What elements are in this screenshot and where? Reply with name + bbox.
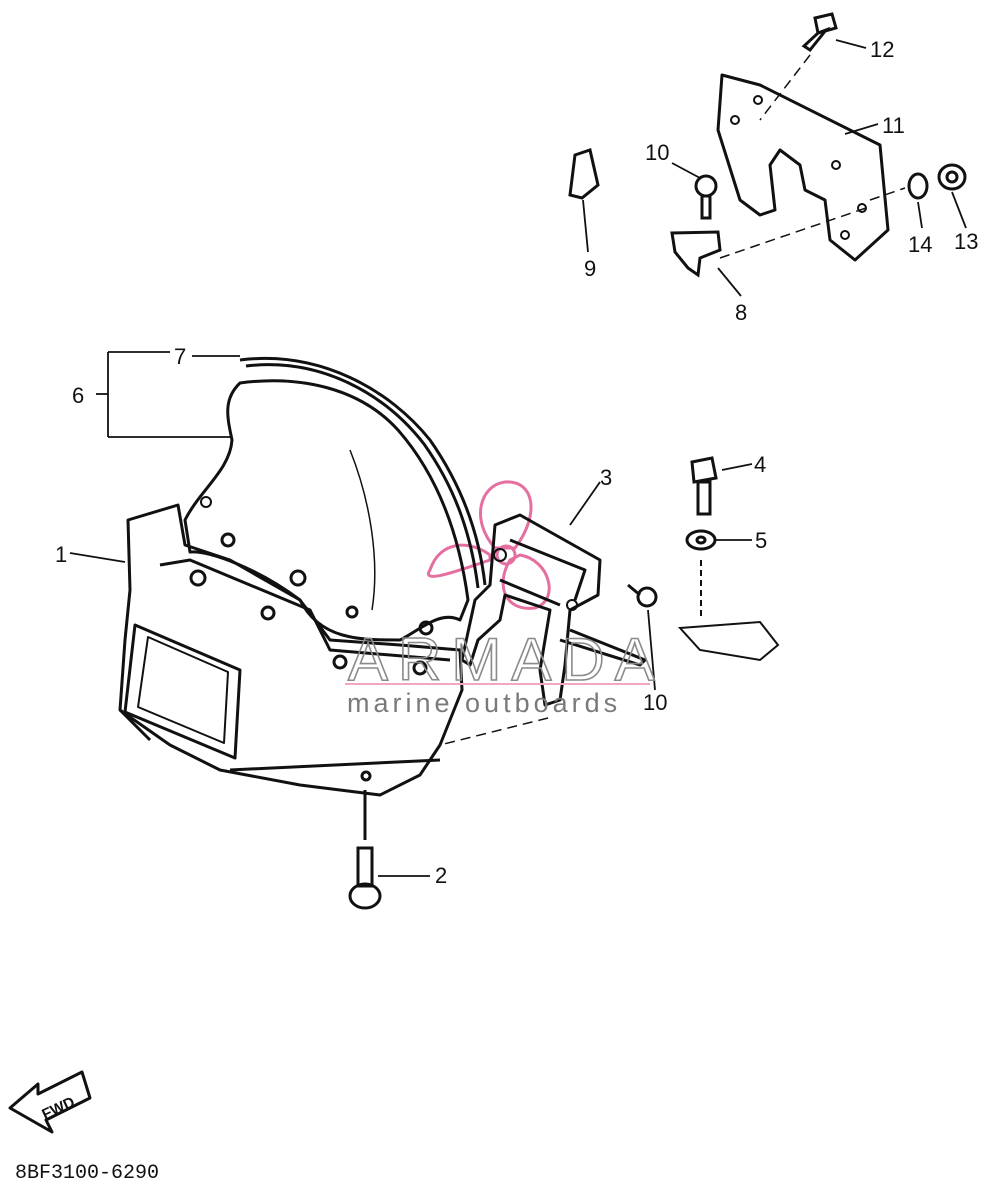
- callout-7: 7: [174, 344, 186, 369]
- callout-1: 1: [55, 542, 67, 567]
- leader-lines: [69, 39, 967, 877]
- callout-6: 6: [72, 383, 84, 408]
- callout-8: 8: [735, 300, 747, 325]
- callout-12: 12: [870, 37, 894, 62]
- mounting-plate: [677, 620, 780, 662]
- callout-14: 14: [908, 232, 932, 257]
- callout-13: 13: [954, 229, 978, 254]
- fairing-stay: [460, 513, 647, 707]
- callout-10-upper: 10: [645, 140, 669, 165]
- callout-3: 3: [600, 465, 612, 490]
- collar-part-14: [907, 172, 929, 200]
- armada-logo-icon: [426, 480, 551, 610]
- nut-part-13: [937, 163, 967, 191]
- watermark-title: ARMADA: [348, 626, 665, 693]
- grommet-part-5: [685, 529, 717, 620]
- callout-4: 4: [754, 452, 766, 477]
- callout-10-lower: 10: [643, 690, 667, 715]
- screw-part-10-lower: [627, 583, 658, 608]
- windscreen: [183, 379, 470, 642]
- screw-part-2: [348, 790, 382, 910]
- clip-part-8: [670, 230, 722, 278]
- callout-2: 2: [435, 863, 447, 888]
- bracket-part-9: [568, 148, 600, 200]
- screw-part-10-upper: [694, 174, 718, 220]
- assembly-lines: [439, 54, 906, 746]
- windscreen-trim: [239, 357, 487, 589]
- watermark-subtitle: marine outboards: [347, 688, 621, 718]
- bolt-part-12: [801, 12, 838, 53]
- forward-arrow-icon: FWD: [8, 1070, 92, 1134]
- callout-11: 11: [882, 113, 905, 138]
- diagram-code: 8BF3100-6290: [15, 1162, 159, 1185]
- bolt-part-4: [690, 456, 718, 516]
- callout-5: 5: [755, 528, 767, 553]
- callout-9: 9: [584, 256, 596, 281]
- fairing-cowl: [118, 503, 464, 797]
- stay-plate-part-11: [716, 73, 890, 262]
